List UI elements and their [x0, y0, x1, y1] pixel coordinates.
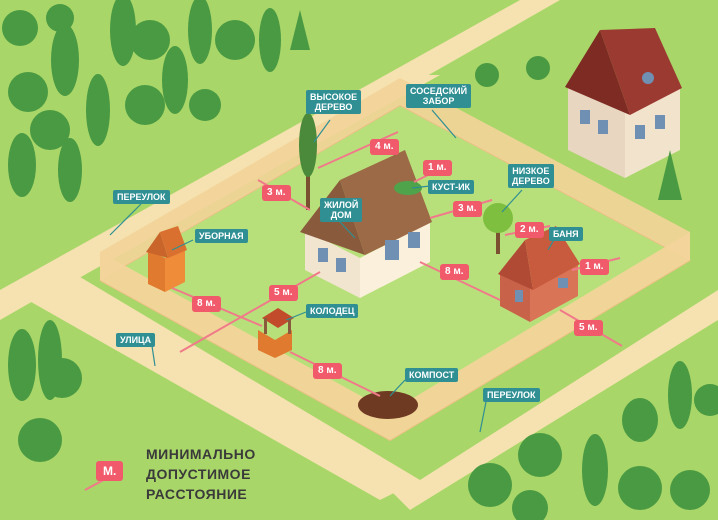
label-neighbor-fence: СОСЕДСКИЙ ЗАБОР [406, 84, 472, 108]
label-neighbor-fence-line1: СОСЕДСКИЙ [410, 86, 468, 96]
tall-tree-drawing [299, 113, 317, 210]
distance-bath-to-fence: 1 м. [580, 259, 609, 275]
distance-house-to-bath: 8 м. [440, 264, 469, 280]
label-house: ЖИЛОЙ ДОМ [320, 198, 363, 222]
label-house-line1: ЖИЛОЙ [324, 200, 359, 210]
label-low-tree-line1: НИЗКОЕ [512, 166, 550, 176]
label-low-tree: НИЗКОЕ ДЕРЕВО [508, 164, 554, 188]
legend-line-2: ДОПУСТИМОЕ [146, 466, 251, 482]
label-shrub: КУСТ-ИК [428, 180, 475, 194]
label-neighbor-fence-line2: ЗАБОР [422, 96, 455, 106]
label-low-tree-line2: ДЕРЕВО [512, 176, 550, 186]
distance-tall-tree-to-house: 3 м. [262, 185, 291, 201]
label-bathhouse: БАНЯ [549, 227, 583, 241]
distance-toilet-to-well: 8 м. [192, 296, 221, 312]
shrub-drawing [394, 181, 422, 195]
distance-bath-to-fence-low: 5 м. [574, 320, 603, 336]
distance-house-to-low-tree: 3 м. [453, 201, 482, 217]
label-well: КОЛОДЕЦ [306, 304, 359, 318]
label-street: УЛИЦА [116, 333, 156, 347]
distance-well-to-compost: 8 м. [313, 363, 342, 379]
distance-toilet-to-house: 5 м. [269, 285, 298, 301]
label-tall-tree-line1: ВЫСОКОЕ [310, 92, 358, 102]
legend-text: МИНИМАЛЬНО ДОПУСТИМОЕ РАССТОЯНИЕ [146, 444, 256, 504]
well-drawing [258, 308, 294, 358]
bathhouse-drawing [498, 226, 580, 322]
label-toilet: УБОРНАЯ [195, 229, 248, 243]
house-drawing [300, 150, 432, 298]
distance-tall-tree-to-fence: 4 м. [370, 139, 399, 155]
distance-shrub-to-fence: 1 м. [423, 160, 452, 176]
label-tall-tree-line2: ДЕРЕВО [314, 102, 353, 112]
distance-low-tree-to-bath: 2 м. [515, 222, 544, 238]
neighbor-house-drawing [565, 28, 682, 178]
label-tall-tree: ВЫСОКОЕ ДЕРЕВО [306, 90, 362, 114]
compost-drawing [358, 391, 418, 419]
low-tree-drawing [483, 203, 513, 254]
label-compost: КОМПОСТ [405, 368, 459, 382]
label-lane-left: ПЕРЕУЛОК [113, 190, 170, 204]
label-lane-right: ПЕРЕУЛОК [483, 388, 540, 402]
legend-line-1: МИНИМАЛЬНО [146, 446, 256, 462]
label-house-line2: ДОМ [330, 210, 352, 220]
toilet-drawing [146, 226, 187, 292]
legend-badge: М. [96, 461, 124, 481]
legend-line-3: РАССТОЯНИЕ [146, 486, 248, 502]
